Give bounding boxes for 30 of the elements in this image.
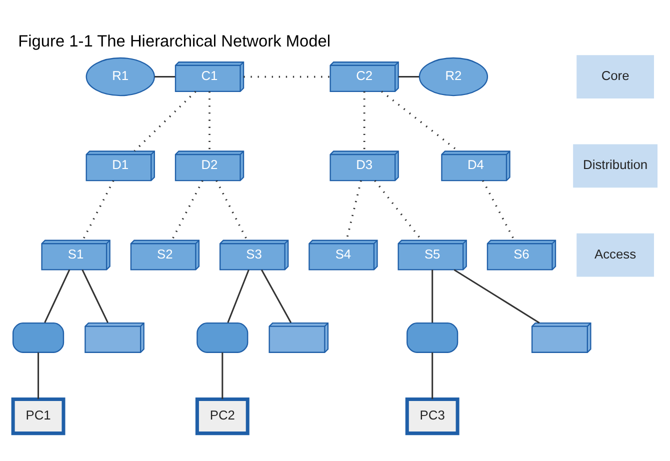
connector — [44, 269, 70, 322]
node-ellipse: R2 — [418, 56, 488, 96]
connector — [154, 76, 176, 78]
connector — [134, 90, 196, 152]
node-box: Distribution — [573, 144, 658, 188]
node-box: Core — [576, 54, 654, 98]
node-phone — [12, 322, 64, 352]
node-phone — [196, 322, 248, 352]
node-box: Access — [576, 232, 654, 276]
connector — [432, 352, 434, 398]
node-phone — [406, 322, 458, 352]
node-box: PC3 — [405, 397, 460, 435]
connector — [482, 180, 516, 240]
connector — [82, 269, 108, 322]
node-box: PC1 — [11, 397, 66, 435]
connector — [171, 180, 204, 240]
connector — [227, 269, 250, 322]
node-ellipse: R1 — [86, 56, 155, 96]
connector — [82, 180, 114, 240]
connector — [454, 268, 540, 323]
connector — [260, 268, 292, 322]
connector — [398, 76, 420, 78]
connector — [374, 180, 422, 240]
connector — [222, 352, 224, 398]
connector — [216, 180, 248, 240]
diagram-title: Figure 1-1 The Hierarchical Network Model — [18, 32, 331, 50]
connector — [346, 180, 362, 240]
node-box: PC2 — [195, 397, 250, 435]
connector — [432, 269, 434, 322]
connector — [38, 352, 40, 398]
